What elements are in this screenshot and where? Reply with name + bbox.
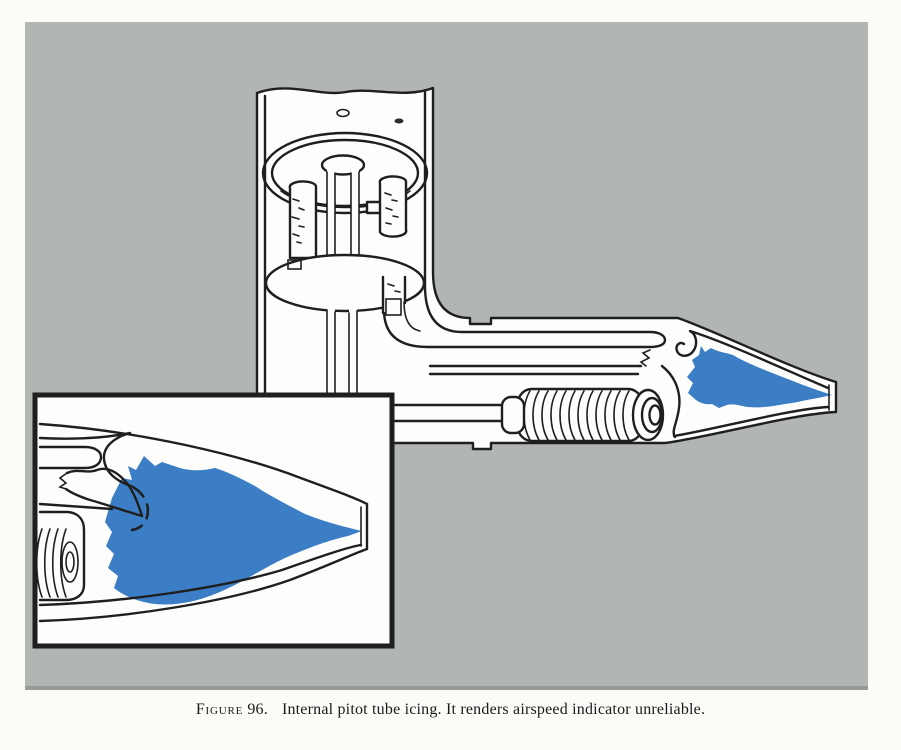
inset-magnified-view	[32, 392, 395, 649]
hatching-right-cylinder	[384, 192, 399, 225]
screw-hole-right	[394, 118, 404, 124]
figure-caption-text: Internal pitot tube icing. It renders ai…	[281, 701, 706, 718]
ice-accretion-main	[687, 346, 832, 408]
hatching-left-cylinder	[291, 198, 305, 244]
figure-label: Figure	[195, 701, 244, 718]
pitot-tip	[660, 329, 830, 439]
figure-caption: Figure 96. Internal pitot tube icing. It …	[0, 701, 901, 719]
inset-heater-coil	[36, 528, 67, 598]
pressure-chamber	[261, 131, 429, 395]
ice-accretion-inset	[105, 456, 362, 605]
drain-cylinder	[381, 275, 421, 332]
mast	[263, 90, 667, 400]
heater-coil	[500, 387, 665, 443]
figure-number: 96.	[247, 701, 268, 718]
screw-hole-left	[336, 108, 350, 118]
disk-slot	[287, 259, 302, 270]
horizontal-tube	[391, 349, 651, 423]
